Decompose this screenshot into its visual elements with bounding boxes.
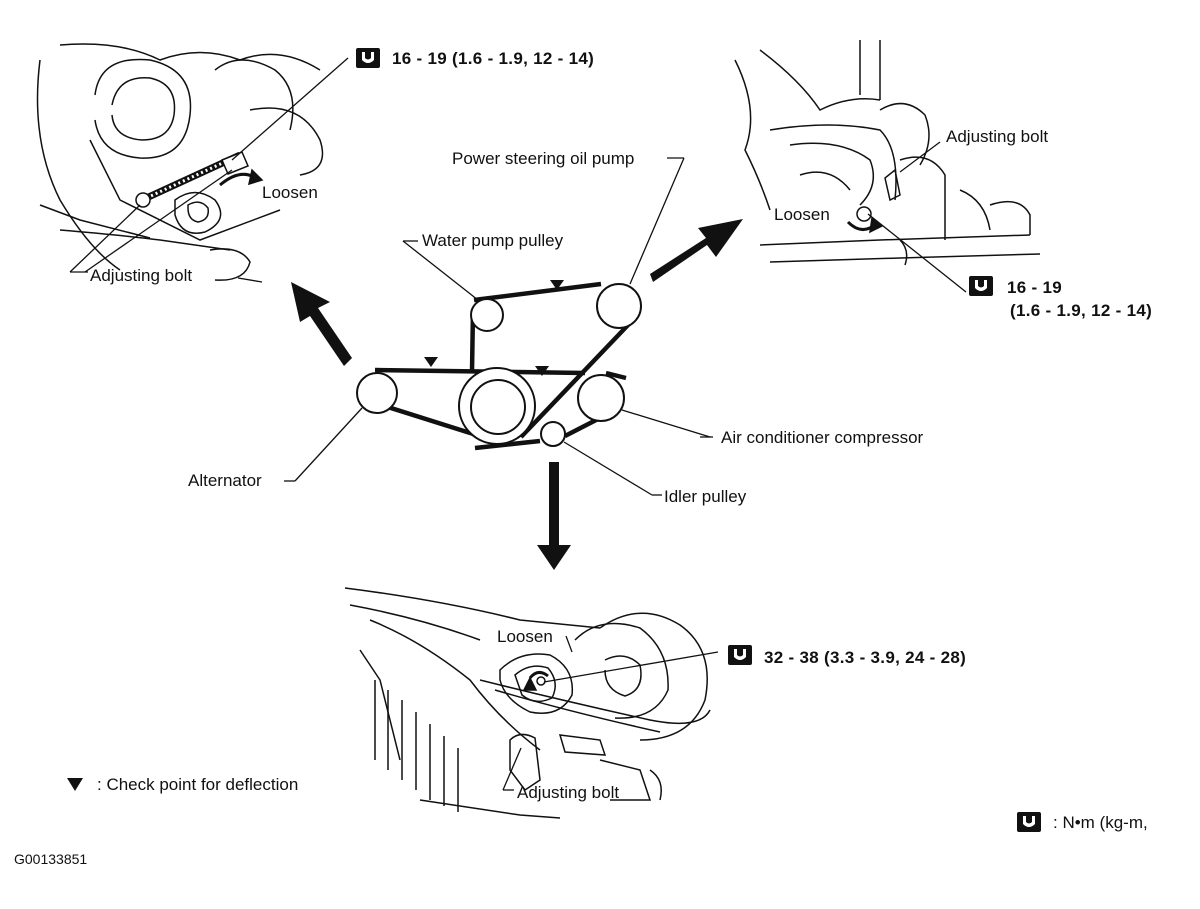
- torque-wrench-icon: [1017, 812, 1041, 832]
- water-pump-pulley-label: Water pump pulley: [422, 231, 564, 250]
- power-steering-pump-label: Power steering oil pump: [452, 149, 635, 168]
- adjusting-bolt-label-top-left: Adjusting bolt: [90, 266, 193, 285]
- torque-wrench-icon: [356, 48, 380, 68]
- bottom-inset: [344, 587, 719, 819]
- loosen-label-top-right: Loosen: [774, 205, 830, 224]
- triangle-down-icon: [535, 366, 549, 376]
- triangle-down-icon: [67, 778, 83, 791]
- ac-compressor-label: Air conditioner compressor: [721, 428, 924, 447]
- check-point-legend: : Check point for deflection: [97, 775, 299, 794]
- torque-wrench-icon: [728, 645, 752, 665]
- loosen-label-top-left: Loosen: [262, 183, 318, 202]
- idler-pulley-label: Idler pulley: [664, 487, 747, 506]
- adjusting-bolt-label-bottom: Adjusting bolt: [517, 783, 620, 802]
- direction-arrows: [291, 219, 743, 570]
- torque-spec-top-right-line1: 16 - 19: [1007, 278, 1063, 297]
- figure-code: G00133851: [14, 851, 88, 867]
- top-right-inset: [734, 40, 1041, 293]
- alternator-label: Alternator: [188, 471, 262, 490]
- torque-spec-top-left: 16 - 19 (1.6 - 1.9, 12 - 14): [392, 49, 595, 68]
- triangle-down-icon: [424, 357, 438, 367]
- units-legend: : N•m (kg-m,: [1053, 813, 1148, 832]
- adjusting-bolt-label-top-right: Adjusting bolt: [946, 127, 1049, 146]
- check-point-markers: [424, 280, 564, 376]
- torque-spec-bottom: 32 - 38 (3.3 - 3.9, 24 - 28): [764, 648, 967, 667]
- triangle-down-icon: [550, 280, 564, 290]
- torque-spec-top-right-line2: (1.6 - 1.9, 12 - 14): [1010, 301, 1153, 320]
- torque-wrench-icon: [969, 276, 993, 296]
- loosen-label-bottom: Loosen: [497, 627, 553, 646]
- top-left-inset: [36, 43, 349, 283]
- belt-system: [284, 157, 713, 496]
